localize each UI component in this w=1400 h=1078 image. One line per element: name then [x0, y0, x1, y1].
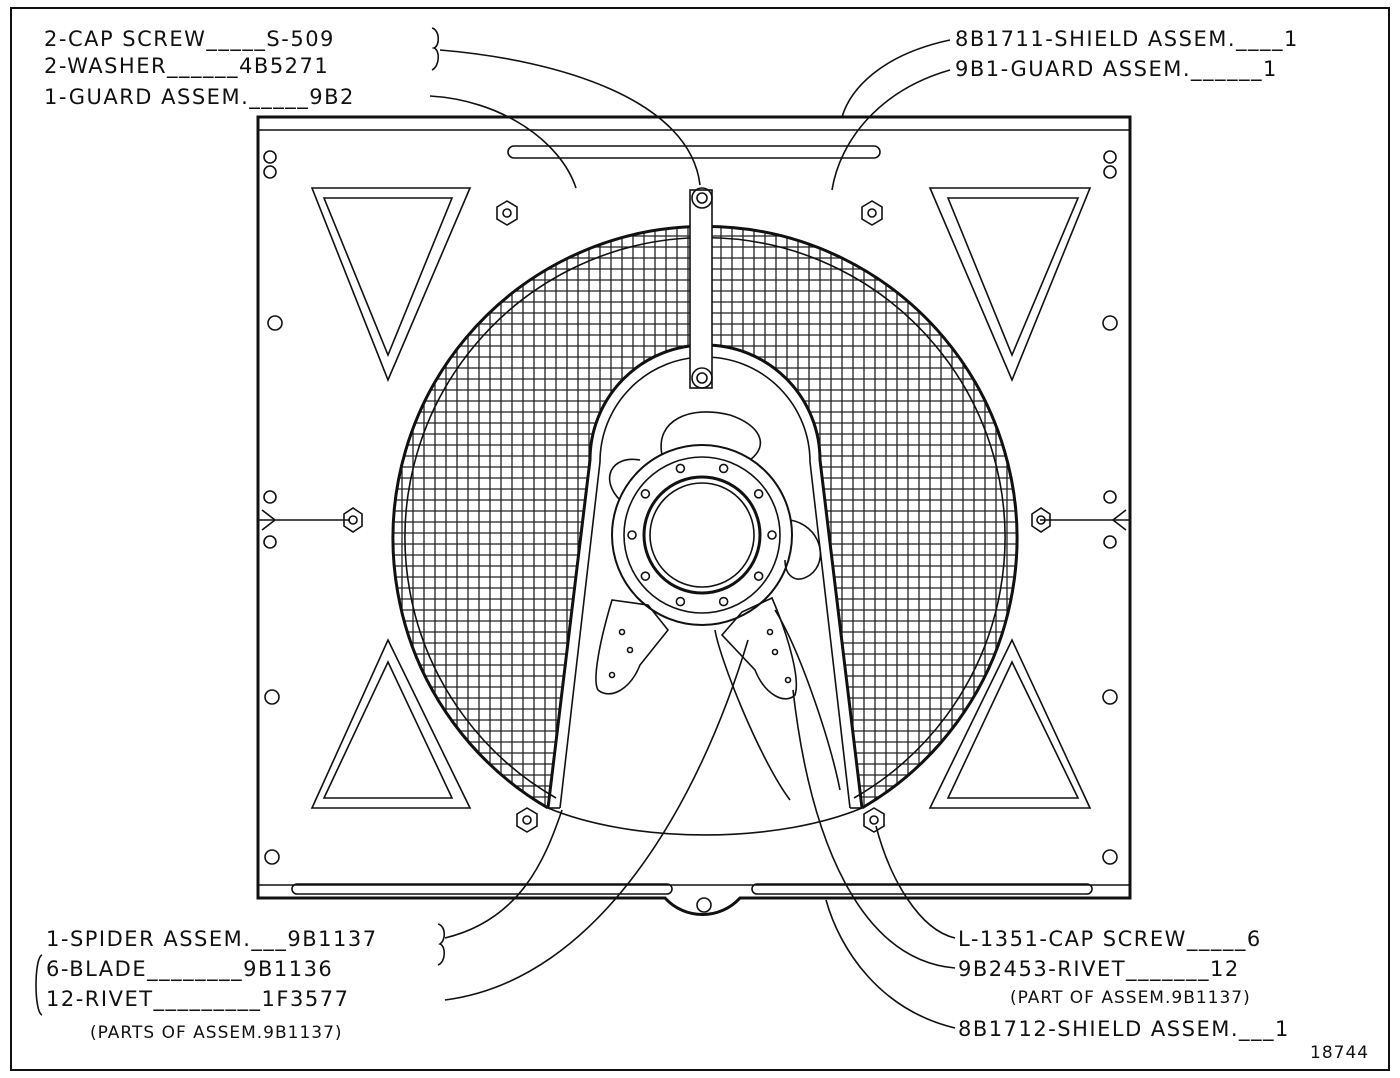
shield-plate — [256, 115, 1132, 916]
callout-guard-9b1: 9B1-GUARD ASSEM.______1 — [955, 57, 1278, 82]
fan-blades — [595, 596, 841, 801]
callout-guard-assem-9b2: 1-GUARD ASSEM._____9B2 — [44, 85, 355, 110]
hub-bolt-hole — [675, 463, 686, 474]
hub-bolt-hole — [718, 463, 729, 474]
callout-shield-8b1712: 8B1712-SHIELD ASSEM.___1 — [958, 1017, 1290, 1042]
callout-washer: 2-WASHER______4B5271 — [44, 54, 329, 79]
leader-lines — [35, 27, 956, 1029]
drawing-frame — [10, 7, 1390, 1071]
spider-hub — [608, 411, 822, 626]
hub-bolt-hole — [718, 596, 729, 607]
callout-labels: 2-CAP SCREW_____S-509 2-WASHER______4B52… — [44, 27, 1369, 1063]
hex-nuts — [343, 200, 1051, 833]
side-mounting-holes — [263, 150, 1118, 865]
hub-bolt-hole — [640, 571, 651, 581]
callout-part-note: (PART OF ASSEM.9B1137) — [1010, 988, 1251, 1008]
figure-number: 18744 — [1310, 1043, 1369, 1063]
callout-shield-8b1711: 8B1711-SHIELD ASSEM.____1 — [955, 27, 1299, 52]
callout-blade: 6-BLADE________9B1136 — [46, 957, 333, 982]
mounting-hole-bottom — [696, 897, 712, 913]
hub-bolt-hole — [627, 530, 637, 540]
callout-spider-assem: 1-SPIDER ASSEM.___9B1137 — [46, 927, 378, 952]
hub-bolt-hole — [675, 596, 686, 607]
hub-bolt-hole — [767, 530, 777, 540]
callout-rivet-9b2453: 9B2453-RIVET_______12 — [958, 957, 1240, 982]
guard-strap — [689, 187, 713, 389]
callout-parts-note: (PARTS OF ASSEM.9B1137) — [90, 1023, 343, 1043]
hub-bolt-hole — [753, 489, 764, 499]
callout-cap-screw-l1351: L-1351-CAP SCREW_____6 — [958, 927, 1262, 952]
hub-bolt-hole — [640, 489, 651, 499]
callout-rivet-1f3577: 12-RIVET_________1F3577 — [46, 987, 349, 1012]
callout-cap-screw: 2-CAP SCREW_____S-509 — [44, 27, 335, 52]
hub-bolt-hole — [753, 571, 764, 581]
